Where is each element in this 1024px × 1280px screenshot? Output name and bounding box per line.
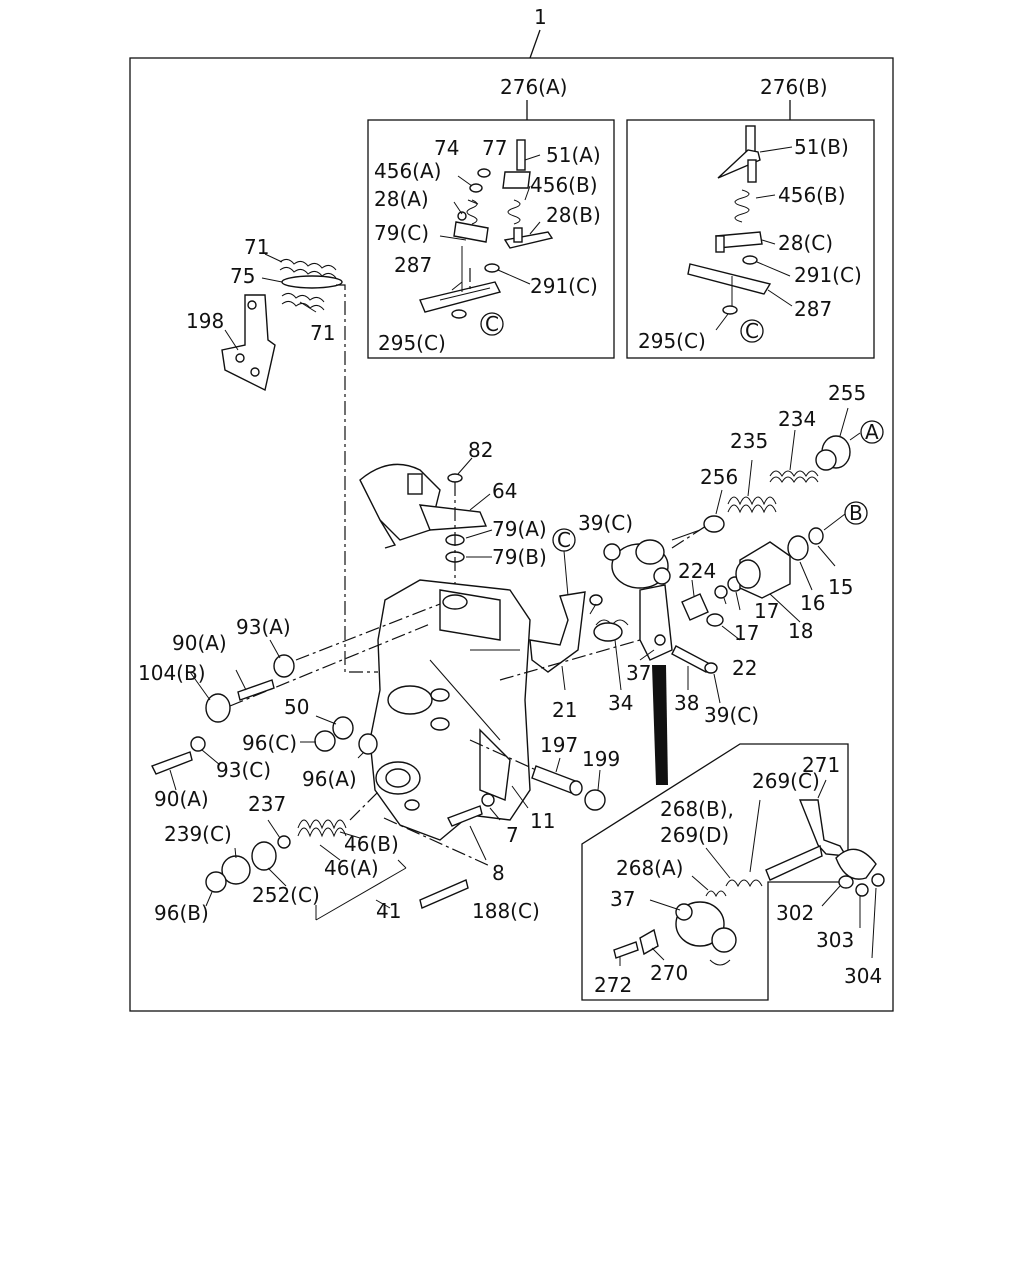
label-c-circle-inset-b: C <box>745 319 759 343</box>
label-96c: 96(C) <box>242 731 297 755</box>
label-75: 75 <box>230 264 255 288</box>
label-255: 255 <box>828 381 866 405</box>
label-188c: 188(C) <box>472 899 540 923</box>
inset-lower-right <box>581 743 885 1001</box>
label-51b: 51(B) <box>794 135 849 159</box>
label-96b: 96(B) <box>154 901 209 925</box>
pump-housing <box>369 579 531 841</box>
inset-276b <box>626 100 875 359</box>
label-39c-top: 39(C) <box>578 511 633 535</box>
label-c-circle-inset-a: C <box>485 312 499 336</box>
label-96a: 96(A) <box>302 767 357 791</box>
label-269c: 269(C) <box>752 769 820 793</box>
label-50: 50 <box>284 695 309 719</box>
label-28a: 28(A) <box>374 187 429 211</box>
label-37-main: 37 <box>626 661 651 685</box>
label-237: 237 <box>248 792 286 816</box>
label-b-circle: B <box>849 501 863 525</box>
label-93c: 93(C) <box>216 758 271 782</box>
label-74: 74 <box>434 136 459 160</box>
inset-276a <box>367 100 615 359</box>
label-1: 1 <box>534 5 547 29</box>
label-64: 64 <box>492 479 517 503</box>
right-parts-group <box>671 407 884 641</box>
label-51a: 51(A) <box>546 143 601 167</box>
label-90a-bottom: 90(A) <box>154 787 209 811</box>
lever-37-group <box>589 529 721 785</box>
label-93a: 93(A) <box>236 615 291 639</box>
label-34: 34 <box>608 691 633 715</box>
label-79c: 79(C) <box>374 221 429 245</box>
bracket-198-group <box>221 253 378 673</box>
label-46a: 46(A) <box>324 856 379 880</box>
label-41: 41 <box>376 899 401 923</box>
label-46b: 46(B) <box>344 832 399 856</box>
label-82: 82 <box>468 438 493 462</box>
label-276b: 276(B) <box>760 75 828 99</box>
label-199: 199 <box>582 747 620 771</box>
label-197: 197 <box>540 733 578 757</box>
label-239c: 239(C) <box>164 822 232 846</box>
label-235: 235 <box>730 429 768 453</box>
label-28c: 28(C) <box>778 231 833 255</box>
label-16: 16 <box>800 591 825 615</box>
label-456a: 456(A) <box>374 159 441 183</box>
label-18: 18 <box>788 619 813 643</box>
label-39c-bottom: 39(C) <box>704 703 759 727</box>
label-37-inset: 37 <box>610 887 635 911</box>
lever-64-group <box>359 457 493 592</box>
label-a-circle: A <box>865 420 879 444</box>
label-268b: 268(B), <box>660 797 734 821</box>
label-456b-inset-a: 456(B) <box>530 173 598 197</box>
label-71-bottom: 71 <box>310 321 335 345</box>
label-456b-inset-b: 456(B) <box>778 183 846 207</box>
label-302: 302 <box>776 901 814 925</box>
label-15: 15 <box>828 575 853 599</box>
bolt-group <box>383 785 529 909</box>
label-276a: 276(A) <box>500 75 567 99</box>
label-104b: 104(B) <box>138 661 206 685</box>
label-269d: 269(D) <box>660 823 729 847</box>
label-17-b: 17 <box>734 621 759 645</box>
label-38: 38 <box>674 691 699 715</box>
label-17-a: 17 <box>754 599 779 623</box>
left-parts-group <box>151 603 441 791</box>
bracket-21-group <box>499 528 641 691</box>
label-77: 77 <box>482 136 507 160</box>
label-287-inset-a: 287 <box>394 253 432 277</box>
label-272: 272 <box>594 973 632 997</box>
label-304: 304 <box>844 964 882 988</box>
label-c-circle-main: C <box>557 528 571 552</box>
label-22: 22 <box>732 656 757 680</box>
label-21: 21 <box>552 698 577 722</box>
label-90a-top: 90(A) <box>172 631 227 655</box>
label-291c-inset-a: 291(C) <box>530 274 598 298</box>
label-198: 198 <box>186 309 224 333</box>
lower-left-group <box>205 789 407 921</box>
label-287-inset-b: 287 <box>794 297 832 321</box>
label-268a: 268(A) <box>616 856 683 880</box>
label-79a: 79(A) <box>492 517 547 541</box>
pin-197-group <box>469 739 606 811</box>
label-303: 303 <box>816 928 854 952</box>
label-295c-inset-a: 295(C) <box>378 331 446 355</box>
label-224: 224 <box>678 559 716 583</box>
label-7: 7 <box>506 823 519 847</box>
label-295c-inset-b: 295(C) <box>638 329 706 353</box>
label-234: 234 <box>778 407 816 431</box>
label-79b: 79(B) <box>492 545 547 569</box>
main-frame <box>129 29 894 1012</box>
label-271: 271 <box>802 753 840 777</box>
label-11: 11 <box>530 809 555 833</box>
label-256: 256 <box>700 465 738 489</box>
callout-labels: 1 276(A) 276(B) 74 77 51(A) 456(A) 456(B… <box>138 5 882 997</box>
label-71-top: 71 <box>244 235 269 259</box>
label-28b: 28(B) <box>546 203 601 227</box>
label-252c: 252(C) <box>252 883 320 907</box>
label-270: 270 <box>650 961 688 985</box>
label-8: 8 <box>492 861 505 885</box>
label-291c-inset-b: 291(C) <box>794 263 862 287</box>
